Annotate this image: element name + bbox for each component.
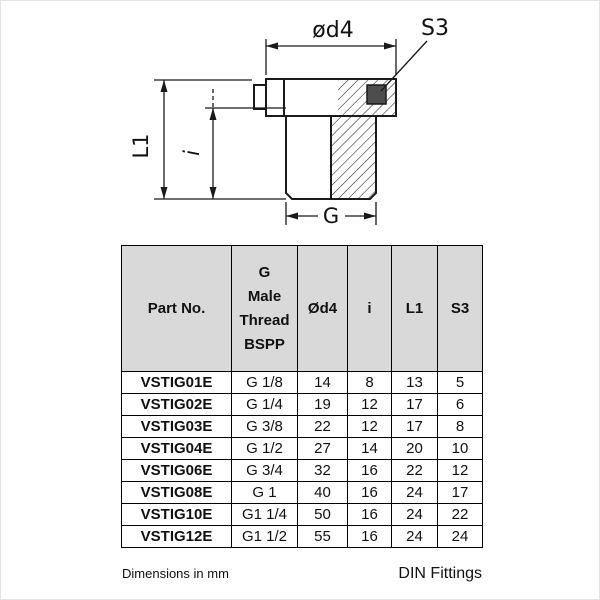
- cell-d4: 50: [297, 503, 348, 526]
- cell-s3: 10: [437, 437, 483, 460]
- cell-part-no: VSTIG01E: [121, 371, 232, 394]
- table-row: VSTIG03E G 3/8 22 12 17 8: [121, 415, 483, 438]
- header-g-line: Thread: [239, 311, 290, 329]
- dim-label-i: i: [180, 150, 204, 156]
- cell-s3: 12: [437, 459, 483, 482]
- table-row: VSTIG06E G 3/4 32 16 22 12: [121, 459, 483, 482]
- cell-g: G 1/8: [231, 371, 298, 394]
- cell-i: 16: [347, 525, 392, 548]
- cell-l1: 20: [391, 437, 438, 460]
- cell-i: 16: [347, 481, 392, 504]
- cell-l1: 13: [391, 371, 438, 394]
- cell-l1: 24: [391, 503, 438, 526]
- cell-s3: 6: [437, 393, 483, 416]
- header-g-line: BSPP: [244, 335, 285, 353]
- cell-g: G 3/8: [231, 415, 298, 438]
- cell-i: 12: [347, 393, 392, 416]
- cell-g: G 1: [231, 481, 298, 504]
- table-header-row: Part No. G Male Thread BSPP Ød4 i L1 S3: [121, 245, 483, 372]
- cell-g: G1 1/2: [231, 525, 298, 548]
- cell-s3: 5: [437, 371, 483, 394]
- table-row: VSTIG04E G 1/2 27 14 20 10: [121, 437, 483, 460]
- footer: Dimensions in mm DIN Fittings: [122, 565, 482, 583]
- dim-label-d4: ød4: [312, 18, 353, 43]
- cell-d4: 27: [297, 437, 348, 460]
- din-fittings-label: DIN Fittings: [398, 565, 482, 582]
- cell-g: G 3/4: [231, 459, 298, 482]
- cell-d4: 32: [297, 459, 348, 482]
- cell-d4: 19: [297, 393, 348, 416]
- cell-l1: 22: [391, 459, 438, 482]
- cell-part-no: VSTIG10E: [121, 503, 232, 526]
- cell-l1: 24: [391, 525, 438, 548]
- cell-g: G 1/4: [231, 393, 298, 416]
- header-part-no: Part No.: [121, 245, 232, 372]
- cell-s3: 17: [437, 481, 483, 504]
- cell-l1: 17: [391, 415, 438, 438]
- cell-i: 16: [347, 459, 392, 482]
- cell-s3: 24: [437, 525, 483, 548]
- cell-l1: 17: [391, 393, 438, 416]
- cell-g: G 1/2: [231, 437, 298, 460]
- dimension-lines: [154, 39, 428, 225]
- header-g-line: Male: [247, 287, 282, 305]
- seal-ring: [366, 84, 387, 105]
- cell-s3: 8: [437, 415, 483, 438]
- cell-part-no: VSTIG03E: [121, 415, 232, 438]
- dimension-labels: ød4 S3 L1 i G: [129, 16, 449, 228]
- header-s3: S3: [437, 245, 483, 372]
- cell-part-no: VSTIG06E: [121, 459, 232, 482]
- part-outline: [253, 78, 397, 200]
- dim-label-l1: L1: [129, 133, 153, 158]
- cell-l1: 24: [391, 481, 438, 504]
- header-g-thread: G Male Thread BSPP: [231, 245, 298, 372]
- table-row: VSTIG02E G 1/4 19 12 17 6: [121, 393, 483, 416]
- cell-g: G1 1/4: [231, 503, 298, 526]
- table-row: VSTIG01E G 1/8 14 8 13 5: [121, 371, 483, 394]
- header-l1: L1: [391, 245, 438, 372]
- cell-i: 16: [347, 503, 392, 526]
- table-row: VSTIG12E G1 1/2 55 16 24 24: [121, 525, 483, 548]
- cell-part-no: VSTIG12E: [121, 525, 232, 548]
- cell-part-no: VSTIG02E: [121, 393, 232, 416]
- cell-i: 8: [347, 371, 392, 394]
- header-g-line: G: [258, 263, 271, 281]
- cell-s3: 22: [437, 503, 483, 526]
- cell-i: 12: [347, 415, 392, 438]
- spec-table: Part No. G Male Thread BSPP Ød4 i L1 S3 …: [121, 245, 483, 548]
- table-row: VSTIG08E G 1 40 16 24 17: [121, 481, 483, 504]
- cell-d4: 40: [297, 481, 348, 504]
- cell-part-no: VSTIG08E: [121, 481, 232, 504]
- table-row: VSTIG10E G1 1/4 50 16 24 22: [121, 503, 483, 526]
- header-d4: Ød4: [297, 245, 348, 372]
- dimension-arrowheads: [160, 42, 396, 220]
- cell-d4: 55: [297, 525, 348, 548]
- cell-d4: 14: [297, 371, 348, 394]
- dimensions-note: Dimensions in mm: [122, 566, 229, 581]
- cell-d4: 22: [297, 415, 348, 438]
- cell-i: 14: [347, 437, 392, 460]
- fitting-diagram: ød4 S3 L1 i G: [129, 16, 449, 228]
- dim-label-g: G: [323, 204, 339, 228]
- dim-label-s3: S3: [421, 16, 449, 41]
- header-i: i: [347, 245, 392, 372]
- cell-part-no: VSTIG04E: [121, 437, 232, 460]
